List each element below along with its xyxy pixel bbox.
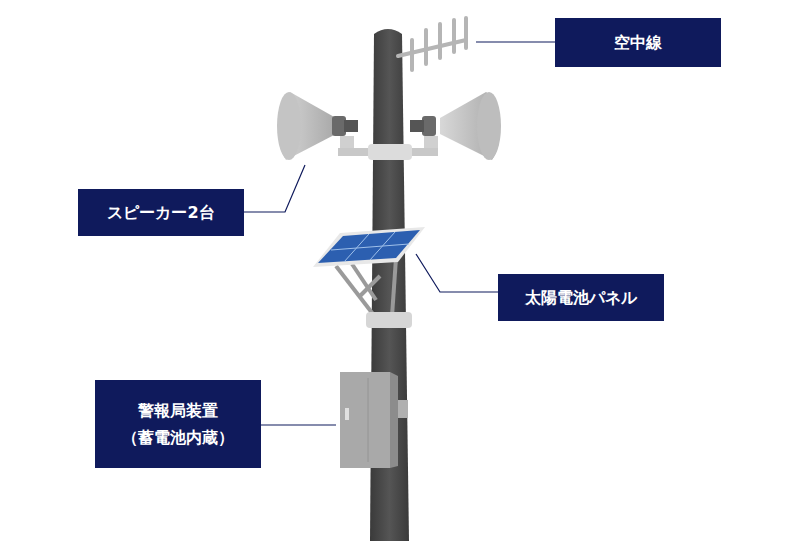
label-box: 太陽電池パネル [498, 274, 664, 321]
label-box: 警報局装置 （蓄電池内蔵） [95, 380, 261, 468]
antenna [398, 18, 466, 70]
label-box: 空中線 [555, 18, 721, 67]
label-text: 警報局装置 （蓄電池内蔵） [105, 397, 251, 451]
solar-panel [313, 227, 425, 328]
alarm-station-box [340, 372, 408, 468]
label-text: 太陽電池パネル [525, 284, 637, 311]
label-text: 空中線 [614, 29, 662, 56]
label-box: スピーカー2台 [78, 189, 244, 236]
label-text: スピーカー2台 [107, 199, 214, 226]
speakers [277, 92, 501, 160]
